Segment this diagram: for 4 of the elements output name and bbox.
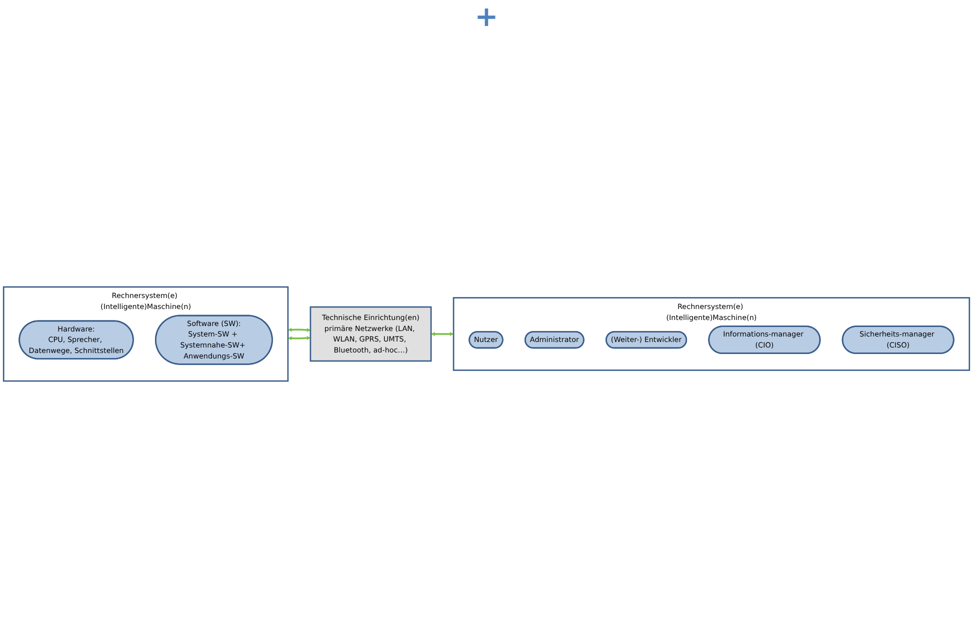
plus-sign: + [474, 0, 498, 33]
arrow [288, 336, 311, 340]
arrow [288, 328, 311, 332]
arrow [431, 332, 454, 336]
